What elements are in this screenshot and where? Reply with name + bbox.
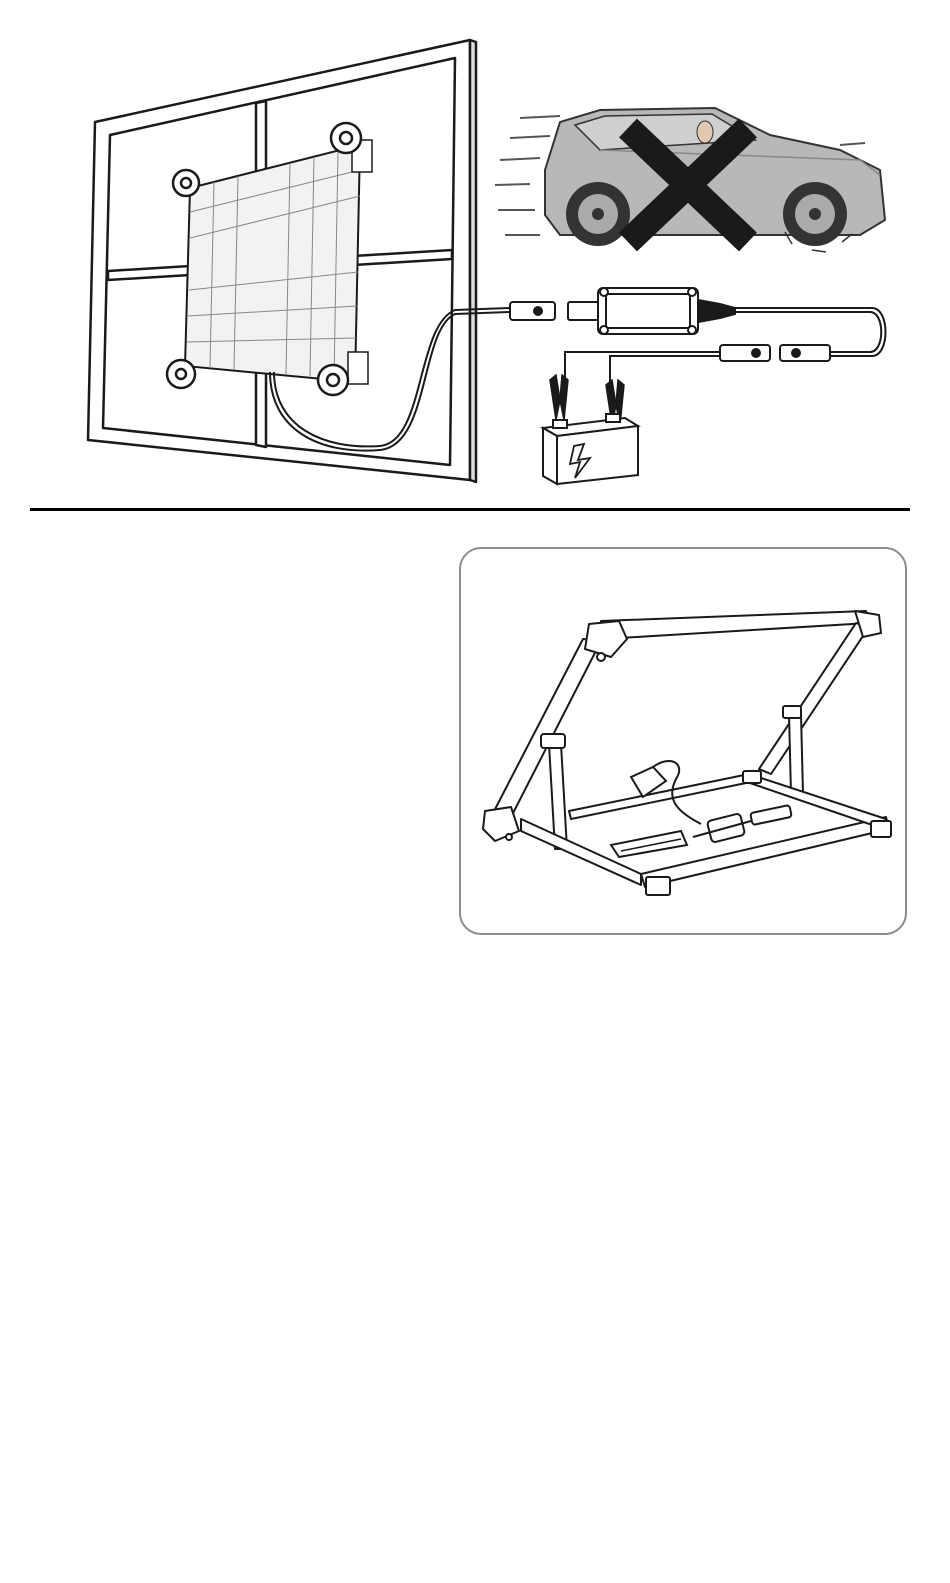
- car-crossed-out-icon: [495, 108, 885, 252]
- charge-controller: [611, 813, 745, 857]
- stand-mount-illustration: [461, 549, 907, 935]
- stand-mount-panel: [459, 547, 907, 935]
- text-column: [30, 548, 440, 938]
- section-divider: [30, 508, 910, 511]
- folding-stand: [483, 611, 891, 895]
- window-mount-illustration: [0, 0, 950, 500]
- charge-controller: [598, 288, 735, 334]
- battery: [543, 414, 638, 484]
